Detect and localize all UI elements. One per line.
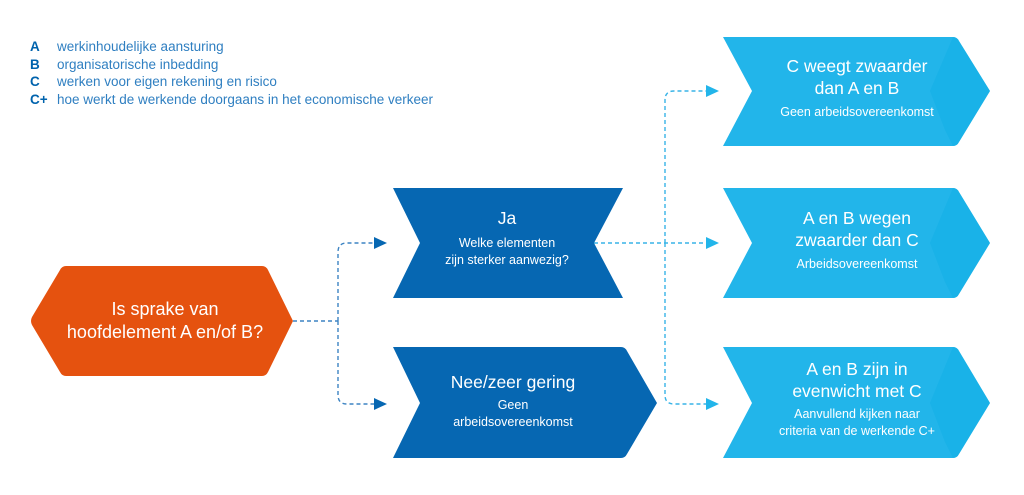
legend-key: C (30, 74, 40, 90)
legend-key: B (30, 56, 40, 72)
yes-node-label: Ja Welke elementen zijn sterker aanwezig… (418, 207, 596, 269)
ab-heavier-title-line: A en B wegen (803, 208, 911, 228)
connector-yes-to-c-heavier (664, 90, 706, 243)
legend-description: hoe werkt de werkende doorgaans in het e… (57, 92, 433, 108)
no-node-shape[interactable] (393, 347, 657, 458)
connector-yes-branch (594, 90, 706, 405)
legend-item-a: A werkinhoudelijke aansturing (30, 38, 433, 56)
balance-node[interactable] (723, 347, 990, 458)
arrowhead-to-c-heavier (706, 85, 719, 97)
legend-key: C+ (30, 92, 48, 108)
balance-node-shape[interactable] (723, 347, 990, 458)
ab-heavier-node-shade (930, 188, 990, 298)
connector-start-to-no (337, 321, 374, 405)
balance-sub-line: Aanvullend kijken naar (794, 407, 920, 421)
ab-heavier-node[interactable] (723, 188, 990, 298)
ab-heavier-title-line: zwaarder dan C (795, 230, 919, 250)
legend-key: A (30, 39, 40, 54)
yes-node-shape[interactable] (393, 188, 623, 298)
balance-sub-line: criteria van de werkende C+ (779, 424, 935, 438)
yes-node-sub-line: Welke elementen (458, 236, 556, 250)
ab-heavier-node-shape[interactable] (723, 188, 990, 298)
yes-node-subtitle: Welke elementen zijn sterker aanwezig? (418, 235, 596, 269)
arrowhead-to-ab-heavier (706, 237, 719, 249)
start-node-label: Is sprake van hoofdelement A en/of B? (60, 298, 270, 344)
c-heavier-title-line: C weegt zwaarder (786, 56, 928, 76)
ab-heavier-node-label: A en B wegen zwaarder dan C Arbeidsovere… (752, 207, 962, 273)
connector-yes-to-balance (664, 243, 706, 405)
arrowhead-to-yes (374, 237, 387, 249)
balance-node-label: A en B zijn in evenwicht met C Aanvullen… (752, 358, 962, 440)
arrowhead-to-balance (706, 398, 719, 410)
no-node-label: Nee/zeer gering Geen arbeidsovereenkomst (418, 371, 608, 431)
start-node-line: hoofdelement A en/of B? (66, 322, 264, 342)
legend-item-b: B organisatorische inbedding (30, 56, 433, 74)
c-heavier-title-line: dan A en B (814, 78, 900, 98)
start-node-line: Is sprake van (111, 299, 219, 319)
c-heavier-node-shape[interactable] (723, 37, 990, 146)
legend-description: werkinhoudelijke aansturing (57, 39, 224, 54)
connector-start-to-yes (337, 242, 374, 321)
connector-start-branch (293, 242, 374, 405)
no-node-title: Nee/zeer gering (450, 372, 576, 392)
legend-item-c: C werken voor eigen rekening en risico (30, 73, 433, 91)
c-heavier-node-shade (930, 37, 990, 146)
legend-description: werken voor eigen rekening en risico (57, 74, 277, 90)
balance-node-shade (930, 347, 990, 458)
start-node-shape[interactable] (31, 266, 293, 376)
balance-title-line: A en B zijn in (806, 359, 908, 379)
balance-subtitle: Aanvullend kijken naar criteria van de w… (752, 406, 962, 440)
no-node-sub-line: arbeidsovereenkomst (453, 415, 573, 429)
legend: A werkinhoudelijke aansturing B organisa… (30, 38, 433, 109)
c-heavier-node-label: C weegt zwaarder dan A en B Geen arbeids… (752, 55, 962, 121)
c-heavier-node[interactable] (723, 37, 990, 146)
legend-item-c-plus: C+ hoe werkt de werkende doorgaans in he… (30, 91, 433, 109)
yes-node-title: Ja (497, 208, 517, 228)
legend-description: organisatorische inbedding (57, 56, 219, 72)
arrowhead-to-no (374, 398, 387, 410)
no-node-sub-line: Geen (497, 398, 529, 412)
yes-node-sub-line: zijn sterker aanwezig? (445, 253, 569, 267)
c-heavier-subtitle: Geen arbeidsovereenkomst (780, 105, 934, 119)
balance-title-line: evenwicht met C (792, 381, 922, 401)
ab-heavier-subtitle: Arbeidsovereenkomst (796, 257, 918, 271)
no-node-subtitle: Geen arbeidsovereenkomst (418, 397, 608, 431)
